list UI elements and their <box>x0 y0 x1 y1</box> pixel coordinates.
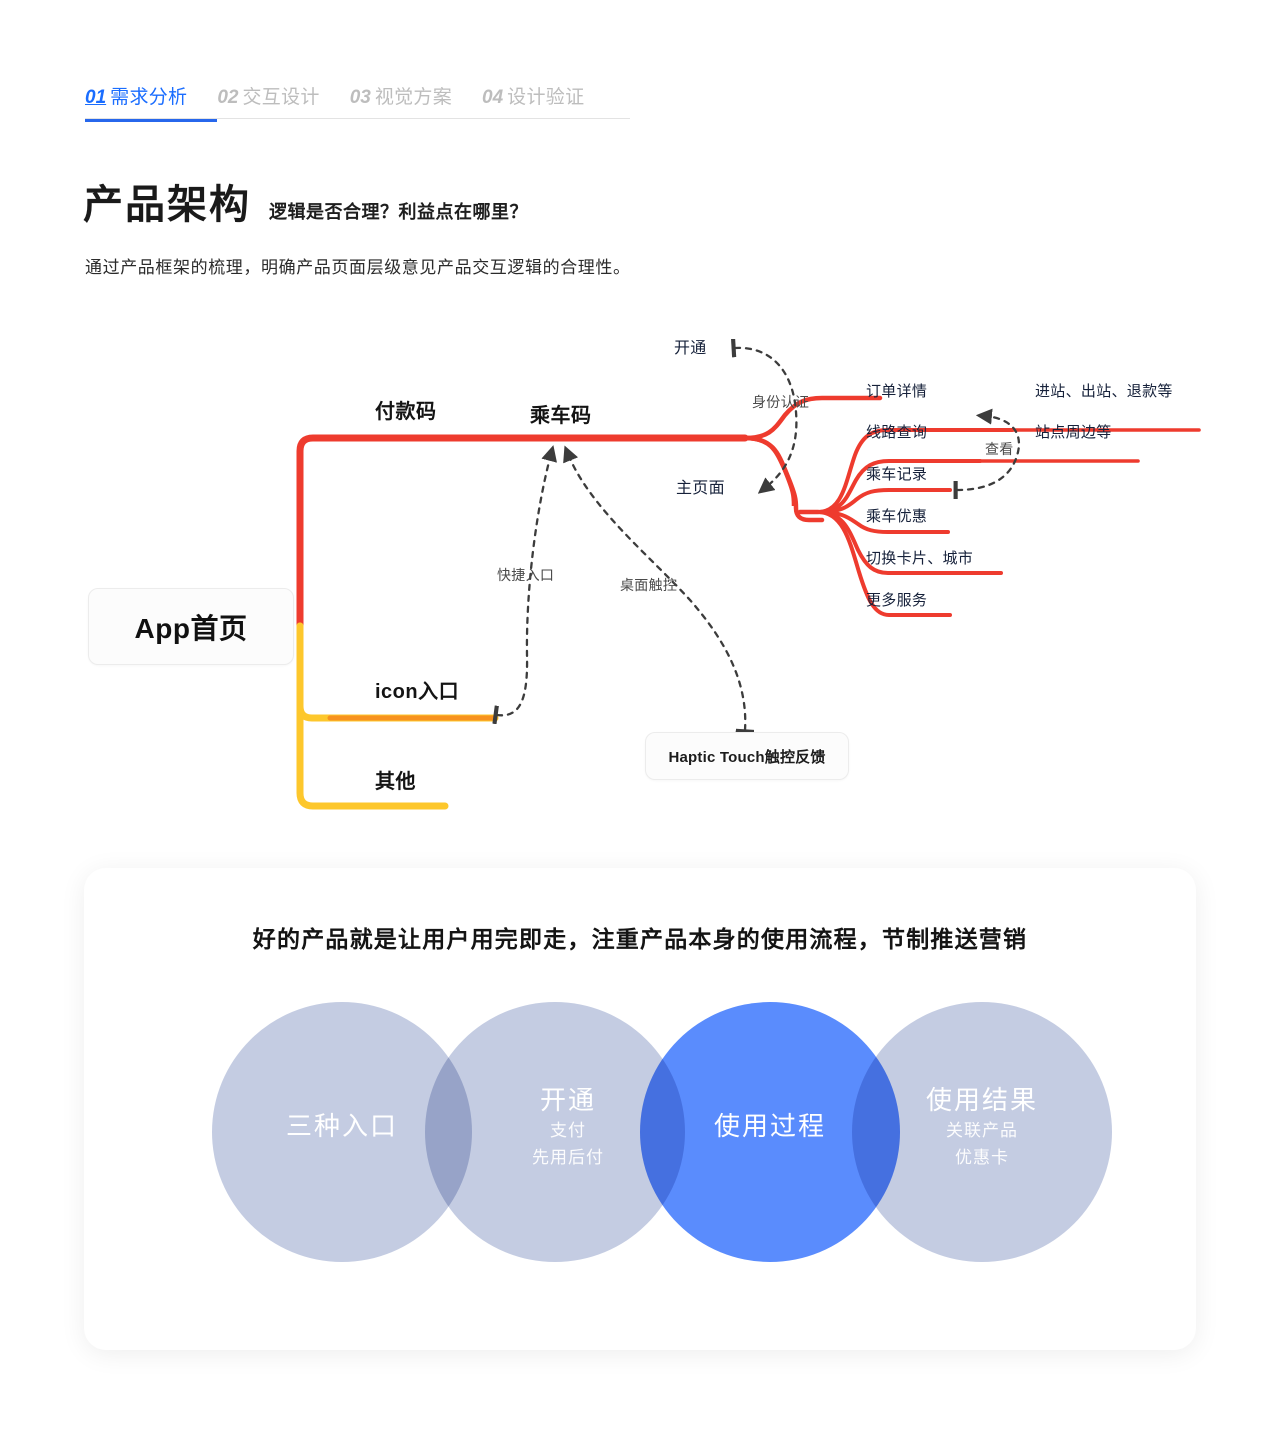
venn-circle-3 <box>640 1002 900 1262</box>
tab-label: 视觉方案 <box>374 87 453 108</box>
leaf-more-services: 更多服务 <box>866 592 928 609</box>
node-app-home-label: App首页 <box>134 612 248 644</box>
page-title: 产品架构 <box>83 183 251 227</box>
page-description: 通过产品框架的梳理，明确产品页面层级意见产品交互逻辑的合理性。 <box>85 258 631 277</box>
tab-number: 01 <box>85 87 107 108</box>
label-other: 其他 <box>375 771 416 793</box>
node-haptic-touch-label: Haptic Touch触控反馈 <box>668 748 826 766</box>
leaf-ride-record: 乘车记录 <box>866 466 928 483</box>
leaf-ride-discount: 乘车优惠 <box>866 508 928 525</box>
dash-label-view: 查看 <box>985 441 1014 457</box>
tab-number: 04 <box>482 87 504 108</box>
principle-card: 好的产品就是让用户用完即走，注重产品本身的使用流程，节制推送营销 三种入口 开通… <box>84 868 1196 1350</box>
leaf-switch-card: 切换卡片、城市 <box>866 550 974 567</box>
leaf-route-query: 线路查询 <box>866 424 928 441</box>
dash-label-identity: 身份认证 <box>752 394 810 410</box>
venn-diagram: 三种入口 开通 支付 先用后付 使用过程 使用结果 关联产品 优惠卡 <box>212 1002 1112 1270</box>
node-app-home[interactable]: App首页 <box>88 588 294 665</box>
tab-label: 交互设计 <box>242 87 320 108</box>
product-architecture-diagram: App首页 Haptic Touch触控反馈 付款码 icon入口 其他 乘车码… <box>0 310 1280 840</box>
active-tab-indicator <box>85 119 217 122</box>
node-haptic-touch[interactable]: Haptic Touch触控反馈 <box>645 732 849 780</box>
dash-label-quick-entry: 快捷入口 <box>497 567 555 583</box>
page-subtitle: 逻辑是否合理？利益点在哪里？ <box>269 202 528 222</box>
leaf-order-detail: 订单详情 <box>866 383 928 400</box>
label-payment-code: 付款码 <box>375 401 437 423</box>
label-icon-entry: icon入口 <box>375 681 460 703</box>
dash-label-desktop-touch: 桌面触控 <box>620 577 678 593</box>
card-heading: 好的产品就是让用户用完即走，注重产品本身的使用流程，节制推送营销 <box>252 926 1028 952</box>
label-activate: 开通 <box>674 340 707 357</box>
page-header: 产品架构 逻辑是否合理？利益点在哪里？ <box>83 172 528 230</box>
tab-number: 02 <box>217 87 239 108</box>
tab-number: 03 <box>349 87 371 108</box>
diagram-connectors <box>296 338 1201 810</box>
label-ride-code: 乘车码 <box>530 405 592 427</box>
subleaf-station-flow: 进站、出站、退款等 <box>1035 383 1173 400</box>
label-home-page: 主页面 <box>676 480 725 497</box>
subleaf-station-nearby: 站点周边等 <box>1035 424 1112 441</box>
tab-label: 需求分析 <box>110 87 188 108</box>
tab-label: 设计验证 <box>507 87 585 108</box>
